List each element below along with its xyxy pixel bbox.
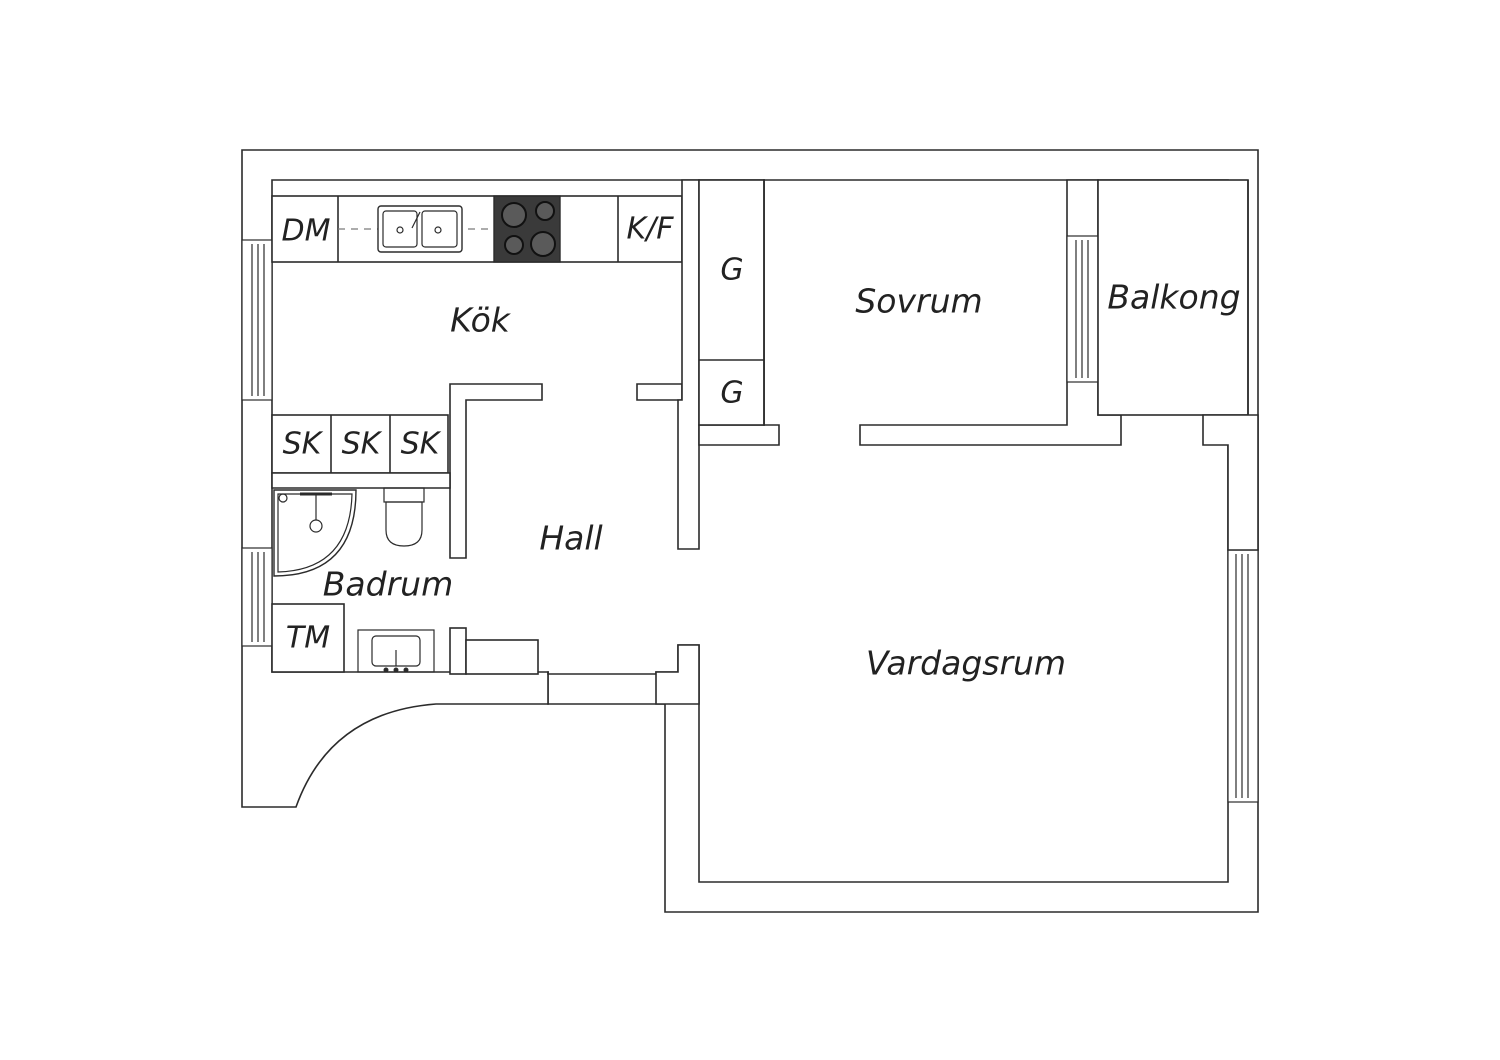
stove-icon	[493, 195, 561, 263]
room-label-sovrum: Sovrum	[855, 282, 982, 321]
bathroom-wall	[271, 472, 451, 489]
window-kitchen	[241, 239, 273, 401]
fixture-label-g-1: G	[720, 253, 743, 288]
window-bedroom	[1066, 235, 1099, 383]
fixture-label-tm: TM	[286, 621, 330, 656]
washing-machine-box	[271, 603, 345, 673]
window-bathroom	[241, 547, 273, 647]
window-living-room	[1227, 549, 1259, 803]
hall-wardrobe-floor-wall	[698, 424, 780, 446]
kitchen-cabinets	[271, 414, 449, 474]
room-label-hall: Hall	[539, 519, 602, 558]
room-label-vardagsrum: Vardagsrum	[866, 644, 1066, 683]
kitchen-east-wall	[636, 383, 683, 401]
room-label-badrum: Badrum	[323, 565, 453, 604]
room-label-kok: Kök	[450, 301, 512, 340]
bathroom-sink-icon	[357, 629, 435, 673]
balcony-east-wall	[1202, 414, 1259, 551]
entrance-wall	[655, 644, 700, 705]
fixture-label-g-2: G	[720, 376, 743, 411]
kitchen-counter	[271, 195, 683, 263]
fixture-label-sk-3: SK	[401, 427, 442, 462]
fixture-label-dm: DM	[282, 214, 331, 249]
sink-icon	[377, 205, 463, 253]
wardrobes	[698, 179, 765, 426]
fixture-label-sk-2: SK	[342, 427, 383, 462]
bathroom-door-wall	[449, 627, 467, 675]
kitchen-hall-wall	[449, 383, 543, 559]
fixture-label-sk-1: SK	[283, 427, 324, 462]
room-label-balkong: Balkong	[1107, 278, 1240, 317]
toilet-icon	[383, 487, 425, 547]
balcony	[1097, 179, 1249, 416]
fixture-label-kf: K/F	[626, 212, 674, 247]
shower-icon	[273, 489, 357, 577]
hall-cabinet	[465, 639, 539, 675]
